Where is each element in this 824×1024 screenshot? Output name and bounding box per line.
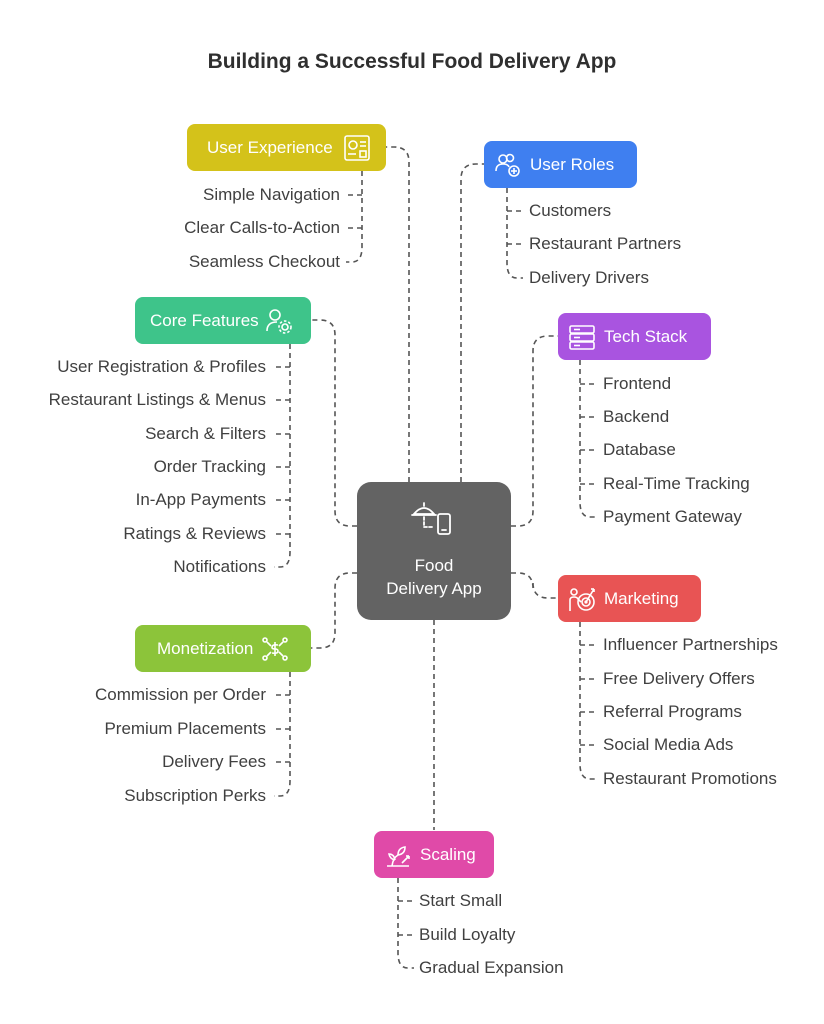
connector-user-experience — [386, 146, 410, 482]
list-item: Restaurant Partners — [529, 234, 682, 253]
list-item: Social Media Ads — [603, 735, 734, 754]
list-item: Restaurant Promotions — [603, 769, 777, 788]
list-item: Simple Navigation — [202, 185, 340, 204]
list-item: Payment Gateway — [603, 507, 742, 526]
growth-plant-icon — [384, 841, 412, 869]
node-user-experience-label: User Experience — [207, 137, 333, 157]
node-user-roles-label: User Roles — [530, 154, 615, 174]
list-item: Subscription Perks — [124, 786, 266, 805]
node-tech-stack-label: Tech Stack — [604, 326, 688, 346]
node-monetization-label: Monetization — [157, 638, 254, 658]
list-item: Delivery Drivers — [529, 268, 649, 287]
list-item: In-App Payments — [135, 490, 266, 509]
node-user-experience: User Experience — [187, 124, 386, 171]
list-item: Search & Filters — [145, 424, 266, 443]
list-item: Backend — [603, 407, 670, 426]
center-title-line1: Food — [414, 556, 454, 575]
list-item: Clear Calls-to-Action — [184, 218, 340, 237]
user-gear-icon — [265, 307, 293, 335]
dollar-network-icon — [261, 635, 289, 663]
list-item: Gradual Expansion — [419, 958, 564, 977]
node-core-features-label: Core Features — [150, 310, 259, 330]
list-item: User Registration & Profiles — [57, 357, 266, 376]
list-item: Restaurant Listings & Menus — [48, 390, 266, 409]
list-item: Build Loyalty — [419, 925, 516, 944]
node-monetization: Monetization — [135, 625, 311, 672]
list-item: Commission per Order — [95, 685, 266, 704]
connector-tech-stack — [511, 335, 558, 527]
list-item: Frontend — [603, 374, 672, 393]
list-item: Order Tracking — [153, 457, 266, 476]
connector-monetization — [311, 572, 357, 649]
diagram-title: Building a Successful Food Delivery App — [207, 50, 617, 73]
connector-user-roles — [460, 163, 484, 482]
center-title-line2: Delivery App — [386, 579, 482, 598]
node-marketing: Marketing — [558, 575, 701, 622]
ux-screen-icon — [343, 134, 371, 162]
list-item: Start Small — [419, 891, 503, 910]
node-core-features: Core Features — [135, 297, 311, 344]
food-delivery-icon — [411, 502, 451, 535]
list-item: Real-Time Tracking — [603, 474, 750, 493]
node-scaling: Scaling — [374, 831, 494, 878]
node-user-roles: User Roles — [484, 141, 637, 188]
list-item: Free Delivery Offers — [603, 669, 755, 688]
center-node: Food Delivery App — [357, 482, 511, 620]
node-marketing-label: Marketing — [604, 588, 679, 608]
list-item: Customers — [529, 201, 612, 220]
connector-marketing — [511, 572, 558, 599]
list-item: Database — [603, 440, 676, 459]
list-item: Influencer Partnerships — [603, 635, 778, 654]
node-tech-stack: Tech Stack — [558, 313, 711, 360]
node-scaling-label: Scaling — [420, 844, 476, 864]
list-item: Delivery Fees — [162, 752, 266, 771]
list-item: Notifications — [173, 557, 266, 576]
target-person-icon — [568, 585, 596, 613]
connector-core-features — [311, 319, 357, 527]
users-icon — [494, 151, 522, 179]
server-stack-icon — [568, 323, 596, 351]
list-item: Referral Programs — [603, 702, 742, 721]
list-item: Seamless Checkout — [188, 252, 340, 271]
list-item: Premium Placements — [104, 719, 266, 738]
list-item: Ratings & Reviews — [123, 524, 266, 543]
